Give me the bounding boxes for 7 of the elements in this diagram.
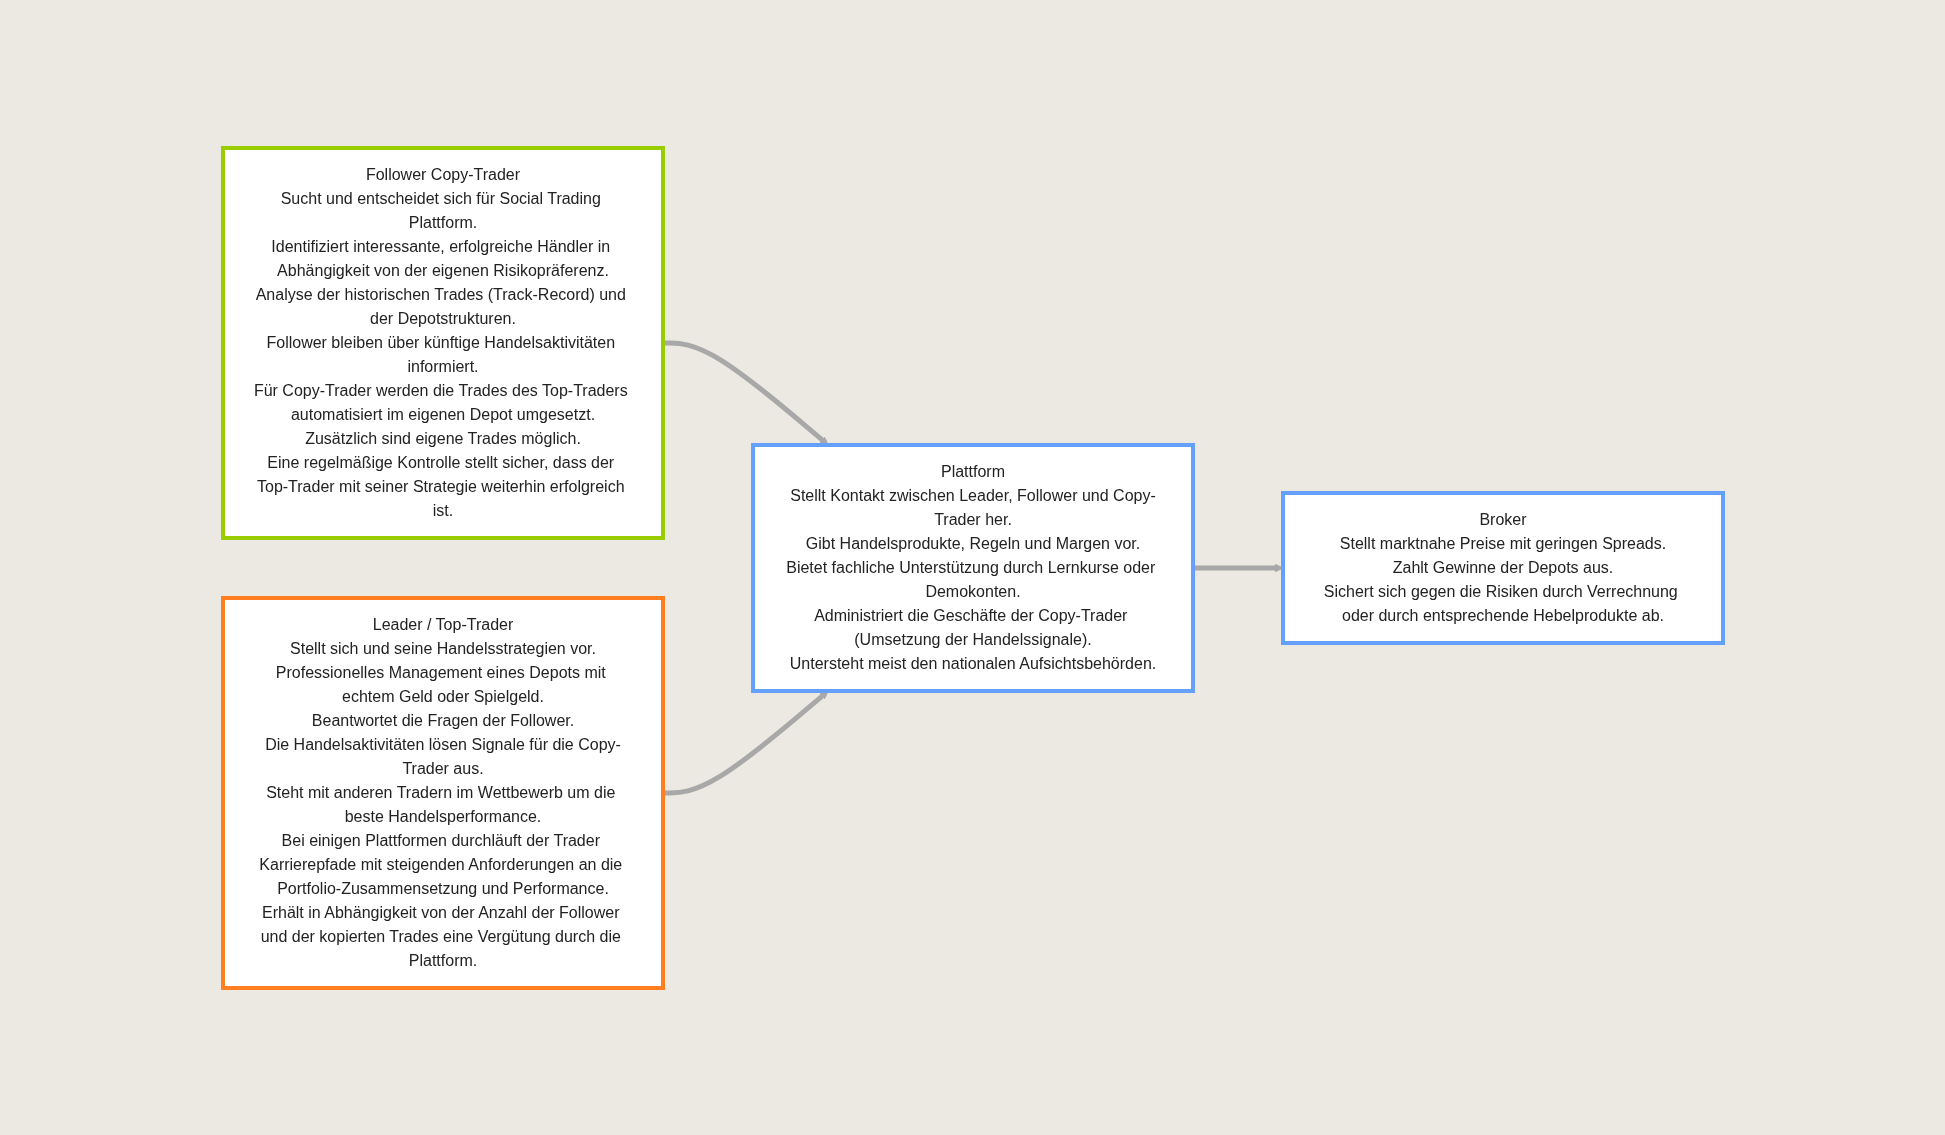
node-box: Leader / Top-Trader Stellt sich und seine Handelsstrategien vor. Professionelles Management eines Depots mit echtem Geld oder Spielgeld. Beantwortet die Fragen der Follower. Die Handelsaktivitäten lösen Signale für die Copy-Trader aus. Steht mit anderen Tradern im Wettbewerb um die beste Handelsperformance. Bei einigen Plattformen durchläuft der Trader Karrierepfade mit steigenden Anforderungen an die Portfolio-Zusammensetzung und Performance. Erhält in Abhängigkeit von der Anzahl der Follower und der kopierten Trades eine Vergütung durch die Plattform. [220, 595, 665, 990]
arrow [662, 340, 829, 445]
node-box: Plattform Stellt Kontakt zwischen Leader, Follower und Copy-Trader her. Gibt Handelsprodukte, Regeln und Margen vor. Bietet fachliche Unterstützung durch Lernkurse oder Demokonten. Administriert die Geschäfte der Copy-Trader (Umsetzung der Handelssignale). Untersteht meist den nationalen Aufsichtsbehörden. [750, 442, 1195, 693]
node-box: Broker Stellt marktnahe Preise mit geringen Spreads. Zahlt Gewinne der Depots aus. Sichert sich gegen die Risiken durch Verrechnung oder durch entsprechende Hebelprodukte ab. [1280, 490, 1725, 645]
arrow [662, 690, 829, 795]
node-box: Follower Copy-Trader Sucht und entscheidet sich für Social Trading Plattform. Identifiziert interessante, erfolgreiche Händler in Abhängigkeit von der eigenen Risikopräferenz. Analyse der historischen Trades (Track-Record) und der Depotstrukturen. Follower bleiben über künftige Handelsaktivitäten informiert. Für Copy-Trader werden die Trades des Top-Traders automatisiert im eigenen Depot umgesetzt. Zusätzlich sind eigene Trades möglich. Eine regelmäßige Kontrolle stellt sicher, dass der Top-Trader mit seiner Strategie weiterhin erfolgreich ist. [220, 145, 665, 540]
arrow [1192, 563, 1283, 572]
